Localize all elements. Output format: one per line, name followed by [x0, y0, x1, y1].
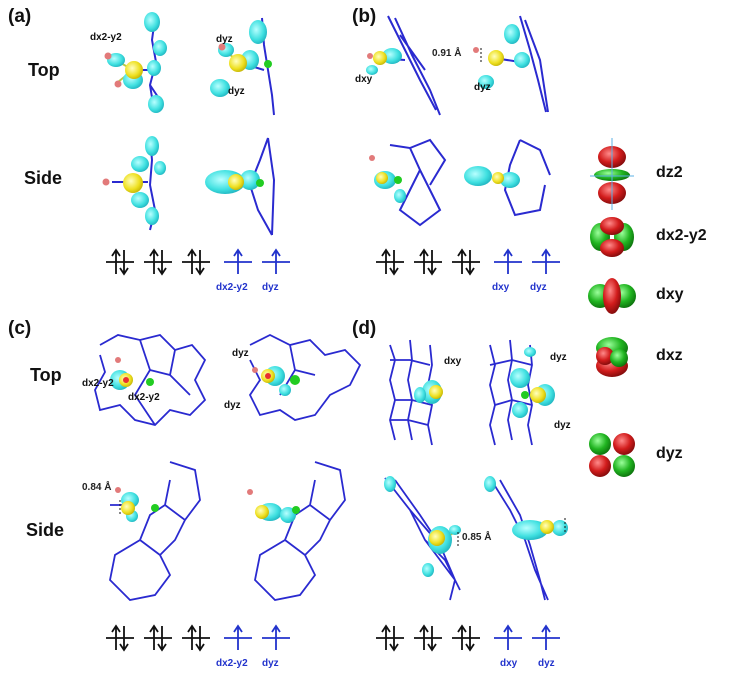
annotation-c-2: dx2-y2: [128, 392, 160, 403]
spin-down-arrow-c-2: [195, 626, 205, 652]
spin-up-arrow-b-2: [457, 248, 467, 274]
spin-label-a-2: dyz: [262, 282, 279, 293]
spin-up-arrow-a-4: [271, 248, 281, 274]
spin-label-a-1: dx2-y2: [216, 282, 248, 293]
spin-up-arrow-c-1: [149, 624, 159, 650]
spin-down-arrow-d-0: [389, 626, 399, 652]
spin-label-c-1: dx2-y2: [216, 658, 248, 669]
spin-down-arrow-d-1: [427, 626, 437, 652]
spin-up-arrow-a-2: [187, 248, 197, 274]
spin-down-arrow-d-2: [465, 626, 475, 652]
spin-down-arrow-c-1: [157, 626, 167, 652]
legend-orbital-dxz: [596, 337, 628, 377]
spin-down-arrow-b-1: [427, 250, 437, 276]
annotation-c-1: dx2-y2: [82, 378, 114, 389]
panel-label-b: (b): [352, 6, 377, 27]
legend-label-dx2-y2: dx2-y2: [656, 227, 707, 244]
spin-up-arrow-b-0: [381, 248, 391, 274]
spin-up-arrow-b-1: [419, 248, 429, 274]
annotation-d-1: dxy: [444, 356, 462, 367]
annotation-c-3: dyz: [232, 348, 249, 359]
panel-label-a: (a): [8, 6, 32, 27]
legend-orbital-dz2: [590, 138, 634, 210]
spin-label-b-2: dyz: [530, 282, 547, 293]
annotation-a-2: dyz: [216, 34, 233, 45]
row-label-top-a: Top: [28, 60, 60, 80]
legend-label-dxz: dxz: [656, 347, 683, 364]
spin-label-c-2: dyz: [262, 658, 279, 669]
legend-label-dz2: dz2: [656, 164, 683, 181]
spin-up-arrow-c-2: [187, 624, 197, 650]
spin-up-arrow-c-3: [233, 624, 243, 650]
spin-label-b-1: dxy: [492, 282, 510, 293]
spin-up-arrow-d-4: [541, 624, 551, 650]
spin-down-arrow-a-1: [157, 250, 167, 276]
spin-up-arrow-a-1: [149, 248, 159, 274]
panel-label-c: (c): [8, 318, 32, 339]
spin-label-d-2: dyz: [538, 658, 555, 669]
legend-orbital-dyz: [589, 433, 635, 477]
spin-up-arrow-d-1: [419, 624, 429, 650]
spin-down-arrow-a-2: [195, 250, 205, 276]
legend-label-dyz: dyz: [656, 445, 683, 462]
spin-up-arrow-c-4: [271, 624, 281, 650]
spin-up-arrow-b-4: [541, 248, 551, 274]
annotation-b-2: 0.91 Å: [432, 48, 462, 59]
row-label-side-a: Side: [24, 168, 63, 188]
annotation-b-1: dxy: [355, 74, 373, 85]
annotation-d-2: dyz: [550, 352, 567, 363]
annotation-a-1: dx2-y2: [90, 32, 122, 43]
annotation-c-4: dyz: [224, 400, 241, 411]
legend-orbital-dx2-y2: [590, 217, 634, 257]
spin-up-arrow-c-0: [111, 624, 121, 650]
spin-down-arrow-c-0: [119, 626, 129, 652]
legend-orbital-dxy: [588, 278, 636, 314]
spin-down-arrow-b-2: [465, 250, 475, 276]
annotation-b-3: dyz: [474, 82, 491, 93]
annotation-d-3: dyz: [554, 420, 571, 431]
legend-label-dxy: dxy: [656, 286, 684, 303]
spin-down-arrow-a-0: [119, 250, 129, 276]
spin-up-arrow-b-3: [503, 248, 513, 274]
panel-label-d: (d): [352, 318, 377, 339]
spin-up-arrow-d-3: [503, 624, 513, 650]
row-label-top-c: Top: [30, 365, 62, 385]
annotation-c-5: 0.84 Å: [82, 482, 112, 493]
row-label-side-c: Side: [26, 520, 65, 540]
spin-up-arrow-a-3: [233, 248, 243, 274]
spin-up-arrow-d-2: [457, 624, 467, 650]
annotation-a-3: dyz: [228, 86, 245, 97]
annotation-d-4: 0.85 Å: [462, 532, 492, 543]
spin-label-d-1: dxy: [500, 658, 518, 669]
spin-up-arrow-a-0: [111, 248, 121, 274]
spin-up-arrow-d-0: [381, 624, 391, 650]
spin-down-arrow-b-0: [389, 250, 399, 276]
